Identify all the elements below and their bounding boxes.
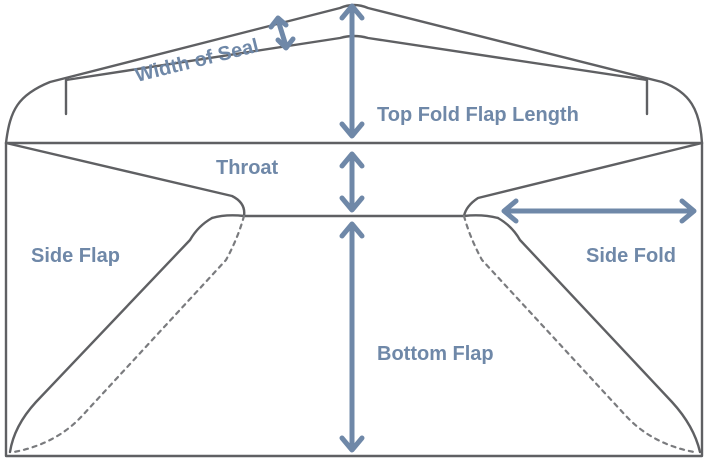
throat-arrow xyxy=(339,151,365,213)
right-dashed-fold-line xyxy=(462,214,696,454)
bottom-flap-left-edge xyxy=(8,216,214,454)
bottom-flap-label: Bottom Flap xyxy=(377,343,494,365)
side-fold-label: Side Fold xyxy=(586,245,676,267)
top-fold-flap-length-label: Top Fold Flap Length xyxy=(377,104,579,126)
top-fold-flap-length-arrow xyxy=(339,3,365,139)
width-of-seal-arrow xyxy=(268,15,296,51)
bottom-flap-top-edge xyxy=(210,214,500,220)
side-fold-arrow xyxy=(501,198,697,224)
bottom-flap-right-edge xyxy=(496,216,702,454)
side-flap-label: Side Flap xyxy=(31,245,120,267)
throat-label: Throat xyxy=(216,157,279,179)
right-side-flap-outline xyxy=(462,141,704,218)
left-dashed-fold-line xyxy=(12,214,246,454)
left-side-flap-outline xyxy=(4,141,246,218)
envelope-body-outline xyxy=(4,141,704,458)
width-of-seal-label: Width of Seal xyxy=(133,35,261,87)
bottom-flap-arrow xyxy=(339,221,365,453)
